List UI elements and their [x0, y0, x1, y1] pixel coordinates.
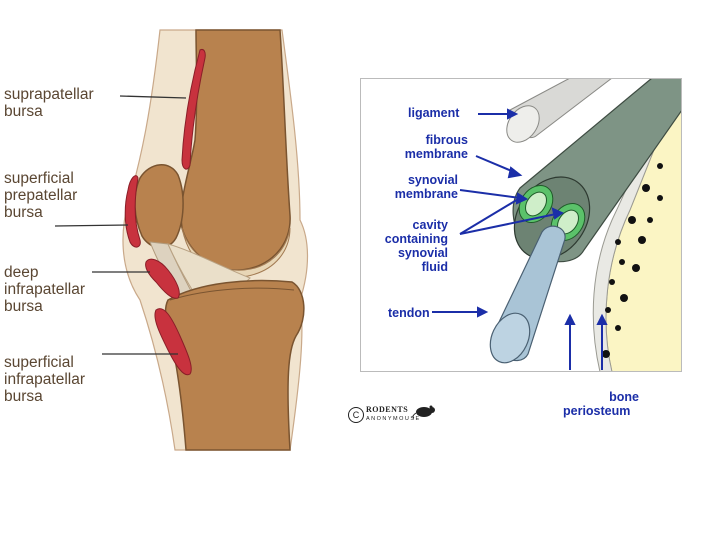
- label-deep-infrapatellar-bursa: deep infrapatellar bursa: [4, 264, 85, 315]
- label-tendon: tendon: [388, 306, 430, 320]
- label-bone: bone: [609, 390, 639, 404]
- superficial-prepatellar-bursa: [124, 175, 141, 248]
- superficial-infrapatellar-bursa: [154, 308, 192, 376]
- label-superficial-infrapatellar-bursa: superficial infrapatellar bursa: [4, 354, 85, 405]
- label-ligament: ligament: [408, 106, 460, 120]
- bone-pores: [602, 163, 663, 358]
- leader-prepatellar: [54, 224, 129, 227]
- bursa-illustration: [360, 78, 682, 372]
- credit-brand-bottom: ANONYMOUSE: [366, 416, 421, 422]
- knee-illustration: [54, 29, 309, 451]
- leader-suprapatellar: [119, 95, 187, 99]
- copyright-symbol: C: [348, 407, 364, 423]
- credit-brand-top: RODENTS: [366, 405, 409, 414]
- label-cavity: cavity containing synovial fluid: [384, 218, 448, 274]
- credit-logo: C RODENTS ANONYMOUSE: [346, 404, 438, 426]
- label-fibrous-membrane: fibrous membrane: [404, 133, 468, 161]
- label-suprapatellar-bursa: suprapatellar bursa: [4, 86, 94, 120]
- label-superficial-prepatellar-bursa: superficial prepatellar bursa: [4, 170, 78, 221]
- tendon-end: [489, 312, 531, 364]
- suprapatellar-bursa: [181, 49, 206, 170]
- mouse-icon: [412, 405, 435, 419]
- arrows: [432, 108, 608, 370]
- label-synovial-membrane: synovial membrane: [394, 173, 458, 201]
- cavity-left: [525, 191, 547, 217]
- tibial-plateau-line: [169, 287, 295, 301]
- label-periosteum: periosteum: [563, 404, 631, 418]
- deep-infrapatellar-bursa: [145, 258, 180, 299]
- patella: [134, 164, 184, 249]
